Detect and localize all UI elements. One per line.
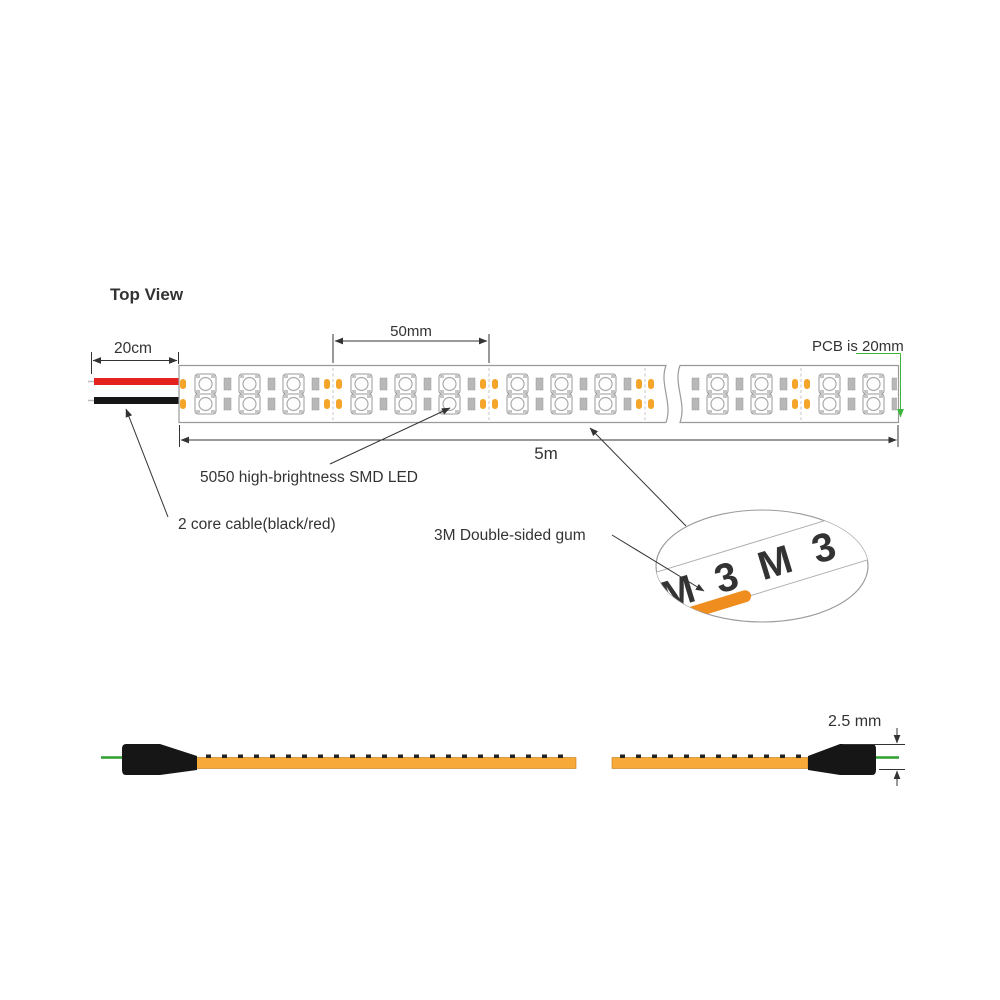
component-tick [382,754,387,758]
component-tick [398,754,403,758]
top-view-title: Top View [110,285,184,304]
magnifier-detail: M 3 M 3 [655,509,869,623]
component-tick [620,754,625,758]
strip-length-label: 5m [534,444,558,463]
tape-liner [656,510,868,622]
strip-side-left [194,757,577,769]
component-tick [414,754,419,758]
cable-length-label: 20cm [114,340,152,357]
component-tick [222,754,227,758]
component-tick [764,754,769,758]
strip-components-left [206,754,563,758]
led-pitch-label: 50mm [390,323,432,340]
red-wire [94,378,179,385]
led-strip-top-view [178,364,900,424]
component-tick [462,754,467,758]
component-tick [668,754,673,758]
dim-pcb-width: PCB is 20mm [812,338,904,418]
leader-line [329,407,451,465]
leader-line [125,408,169,518]
pcb-segment-2 [677,364,900,424]
component-tick [494,754,499,758]
end-cap-right [808,744,876,775]
component-tick [318,754,323,758]
callout-adhesive: 3M Double-sided gum [434,527,705,592]
cable-callout-label: 2 core cable(black/red) [178,516,336,533]
component-tick [732,754,737,758]
component-tick [700,754,705,758]
side-view: 2.5 mm [101,713,905,786]
component-tick [270,754,275,758]
strip-components-right [620,754,801,758]
component-tick [748,754,753,758]
component-tick [350,754,355,758]
component-tick [652,754,657,758]
component-tick [510,754,515,758]
end-cap-left [122,744,197,775]
component-tick [780,754,785,758]
component-tick [366,754,371,758]
component-tick [254,754,259,758]
pcb-width-label: PCB is 20mm [812,338,904,355]
component-tick [716,754,721,758]
strip-side-right [611,757,809,769]
component-tick [684,754,689,758]
adhesive-callout-label: 3M Double-sided gum [434,527,586,544]
component-tick [286,754,291,758]
dim-cable-length: 20cm [91,340,179,374]
component-tick [636,754,641,758]
thickness-label: 2.5 mm [828,713,881,730]
dim-strip-thickness: 2.5 mm [828,713,905,786]
magnifier-source-arrow [589,427,687,527]
lead-wires [88,378,179,404]
dim-led-pitch: 50mm [332,323,490,363]
component-tick [542,754,547,758]
component-tick [526,754,531,758]
component-tick [238,754,243,758]
component-tick [206,754,211,758]
callout-cable: 2 core cable(black/red) [125,408,336,533]
component-tick [558,754,563,758]
led-callout-label: 5050 high-brightness SMD LED [200,469,418,486]
black-wire [94,397,179,404]
leader-line [611,534,705,592]
dim-strip-length: 5m [179,425,899,463]
component-tick [430,754,435,758]
callout-led: 5050 high-brightness SMD LED [200,407,451,486]
component-tick [334,754,339,758]
component-tick [478,754,483,758]
component-tick [302,754,307,758]
component-tick [796,754,801,758]
component-tick [446,754,451,758]
